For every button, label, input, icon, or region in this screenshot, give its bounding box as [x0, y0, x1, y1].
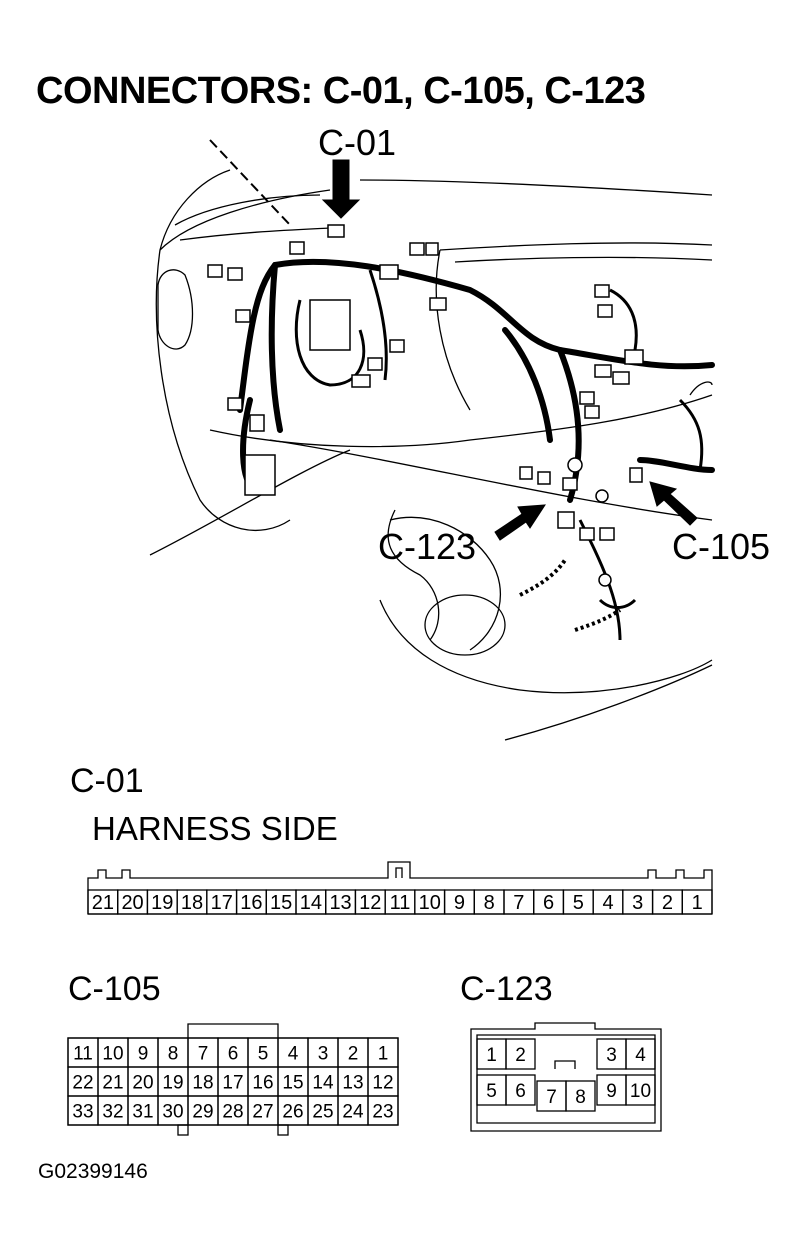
c105-pin-number: 18: [192, 1072, 213, 1093]
c123-pin-number: 2: [515, 1045, 526, 1066]
c105-pin-number: 33: [72, 1101, 93, 1122]
arrow-c01: [321, 159, 361, 219]
c105-pin-number: 11: [73, 1043, 93, 1064]
c123-pin-cell: [505, 1074, 536, 1106]
c01-pin-number: 11: [390, 892, 411, 914]
c105-pin-number: 30: [162, 1101, 183, 1122]
c01-pin-number: 21: [92, 892, 114, 914]
c01-pin-number: 13: [329, 892, 351, 914]
callout-c01: C-01: [318, 122, 397, 163]
callout-c105: C-105: [672, 526, 771, 567]
c123-pin-number: 8: [575, 1087, 586, 1108]
c01-pin-number: 2: [662, 892, 673, 914]
c01-pin-number: 12: [359, 892, 381, 914]
c123-pin-number: 10: [630, 1081, 651, 1102]
arrow-c123: [494, 504, 546, 541]
c105-pin-number: 14: [312, 1072, 334, 1093]
c105-pin-number: 13: [342, 1072, 363, 1093]
c105-pin-number: 31: [132, 1101, 153, 1122]
c123-pin-cell: [565, 1080, 596, 1112]
c123-pin-number: 4: [635, 1045, 646, 1066]
c01-pin-number: 7: [513, 892, 524, 914]
c123-pin-cell: [625, 1038, 656, 1070]
c123-pin-number: 3: [606, 1045, 617, 1066]
c105-pin-number: 19: [162, 1072, 183, 1093]
c01-pin-number: 3: [632, 892, 643, 914]
c123-pin-number: 9: [606, 1081, 617, 1102]
c105-pin-number: 21: [102, 1072, 123, 1093]
c105-pin-number: 27: [252, 1101, 273, 1122]
harness-side-label: HARNESS SIDE: [92, 810, 338, 847]
c105-pin-number: 15: [282, 1072, 303, 1093]
c105-pin-number: 7: [198, 1043, 209, 1064]
c105-pin-number: 9: [138, 1043, 149, 1064]
c105-pin-number: 5: [258, 1043, 269, 1064]
c01-pin-number: 6: [543, 892, 554, 914]
c01-pin-number: 9: [454, 892, 465, 914]
c105-pin-number: 8: [168, 1043, 179, 1064]
c105-pin-number: 4: [288, 1043, 299, 1064]
c01-pin-number: 16: [240, 892, 262, 914]
c105-pin-number: 32: [102, 1101, 123, 1122]
c105-section-label: C-105: [68, 970, 161, 1008]
c01-pin-number: 18: [181, 892, 203, 914]
c01-pin-number: 5: [573, 892, 584, 914]
c123-pin-number: 5: [486, 1081, 497, 1102]
c105-pin-number: 20: [132, 1072, 153, 1093]
c01-pin-number: 10: [419, 892, 441, 914]
arrow-c105: [649, 481, 698, 526]
c105-pin-number: 23: [372, 1101, 393, 1122]
c105-pin-number: 22: [72, 1072, 93, 1093]
c105-pin-number: 24: [342, 1101, 364, 1122]
c01-pin-number: 19: [151, 892, 173, 914]
c123-pin-number: 6: [515, 1081, 526, 1102]
c123-pin-number: 1: [486, 1045, 497, 1066]
c01-pin-number: 20: [121, 892, 143, 914]
c105-pin-number: 29: [192, 1101, 213, 1122]
c01-pin-number: 4: [602, 892, 613, 914]
c105-pin-number: 28: [222, 1101, 243, 1122]
c105-pin-number: 16: [252, 1072, 273, 1093]
c105-pin-number: 26: [282, 1101, 303, 1122]
c105-pin-number: 3: [318, 1043, 329, 1064]
c01-pin-number: 14: [300, 892, 322, 914]
c123-pin-number: 7: [546, 1087, 557, 1108]
c123-section-label: C-123: [460, 970, 553, 1008]
c01-section-label: C-01: [70, 762, 144, 800]
c105-pin-number: 1: [378, 1043, 389, 1064]
c105-pin-number: 12: [372, 1072, 393, 1093]
c123-pin-cell: [625, 1074, 656, 1106]
c105-pin-number: 10: [102, 1043, 123, 1064]
c01-pin-cell: [681, 889, 713, 915]
c105-pin-number: 17: [222, 1072, 243, 1093]
c01-pin-number: 1: [692, 892, 703, 914]
c01-pin-number: 17: [211, 892, 233, 914]
callout-c123: C-123: [378, 526, 477, 567]
c105-pin-number: 2: [348, 1043, 359, 1064]
c105-pin-cell: [367, 1095, 399, 1126]
figure-id: G02399146: [38, 1160, 148, 1183]
dashboard-harness-illustration: [149, 139, 715, 741]
c123-pin-cell: [505, 1038, 536, 1070]
c01-pin-number: 15: [270, 892, 292, 914]
c105-pin-number: 25: [312, 1101, 333, 1122]
c105-pin-number: 6: [228, 1043, 239, 1064]
c01-pin-number: 8: [484, 892, 495, 914]
page-title: CONNECTORS: C-01, C-105, C-123: [36, 70, 646, 112]
